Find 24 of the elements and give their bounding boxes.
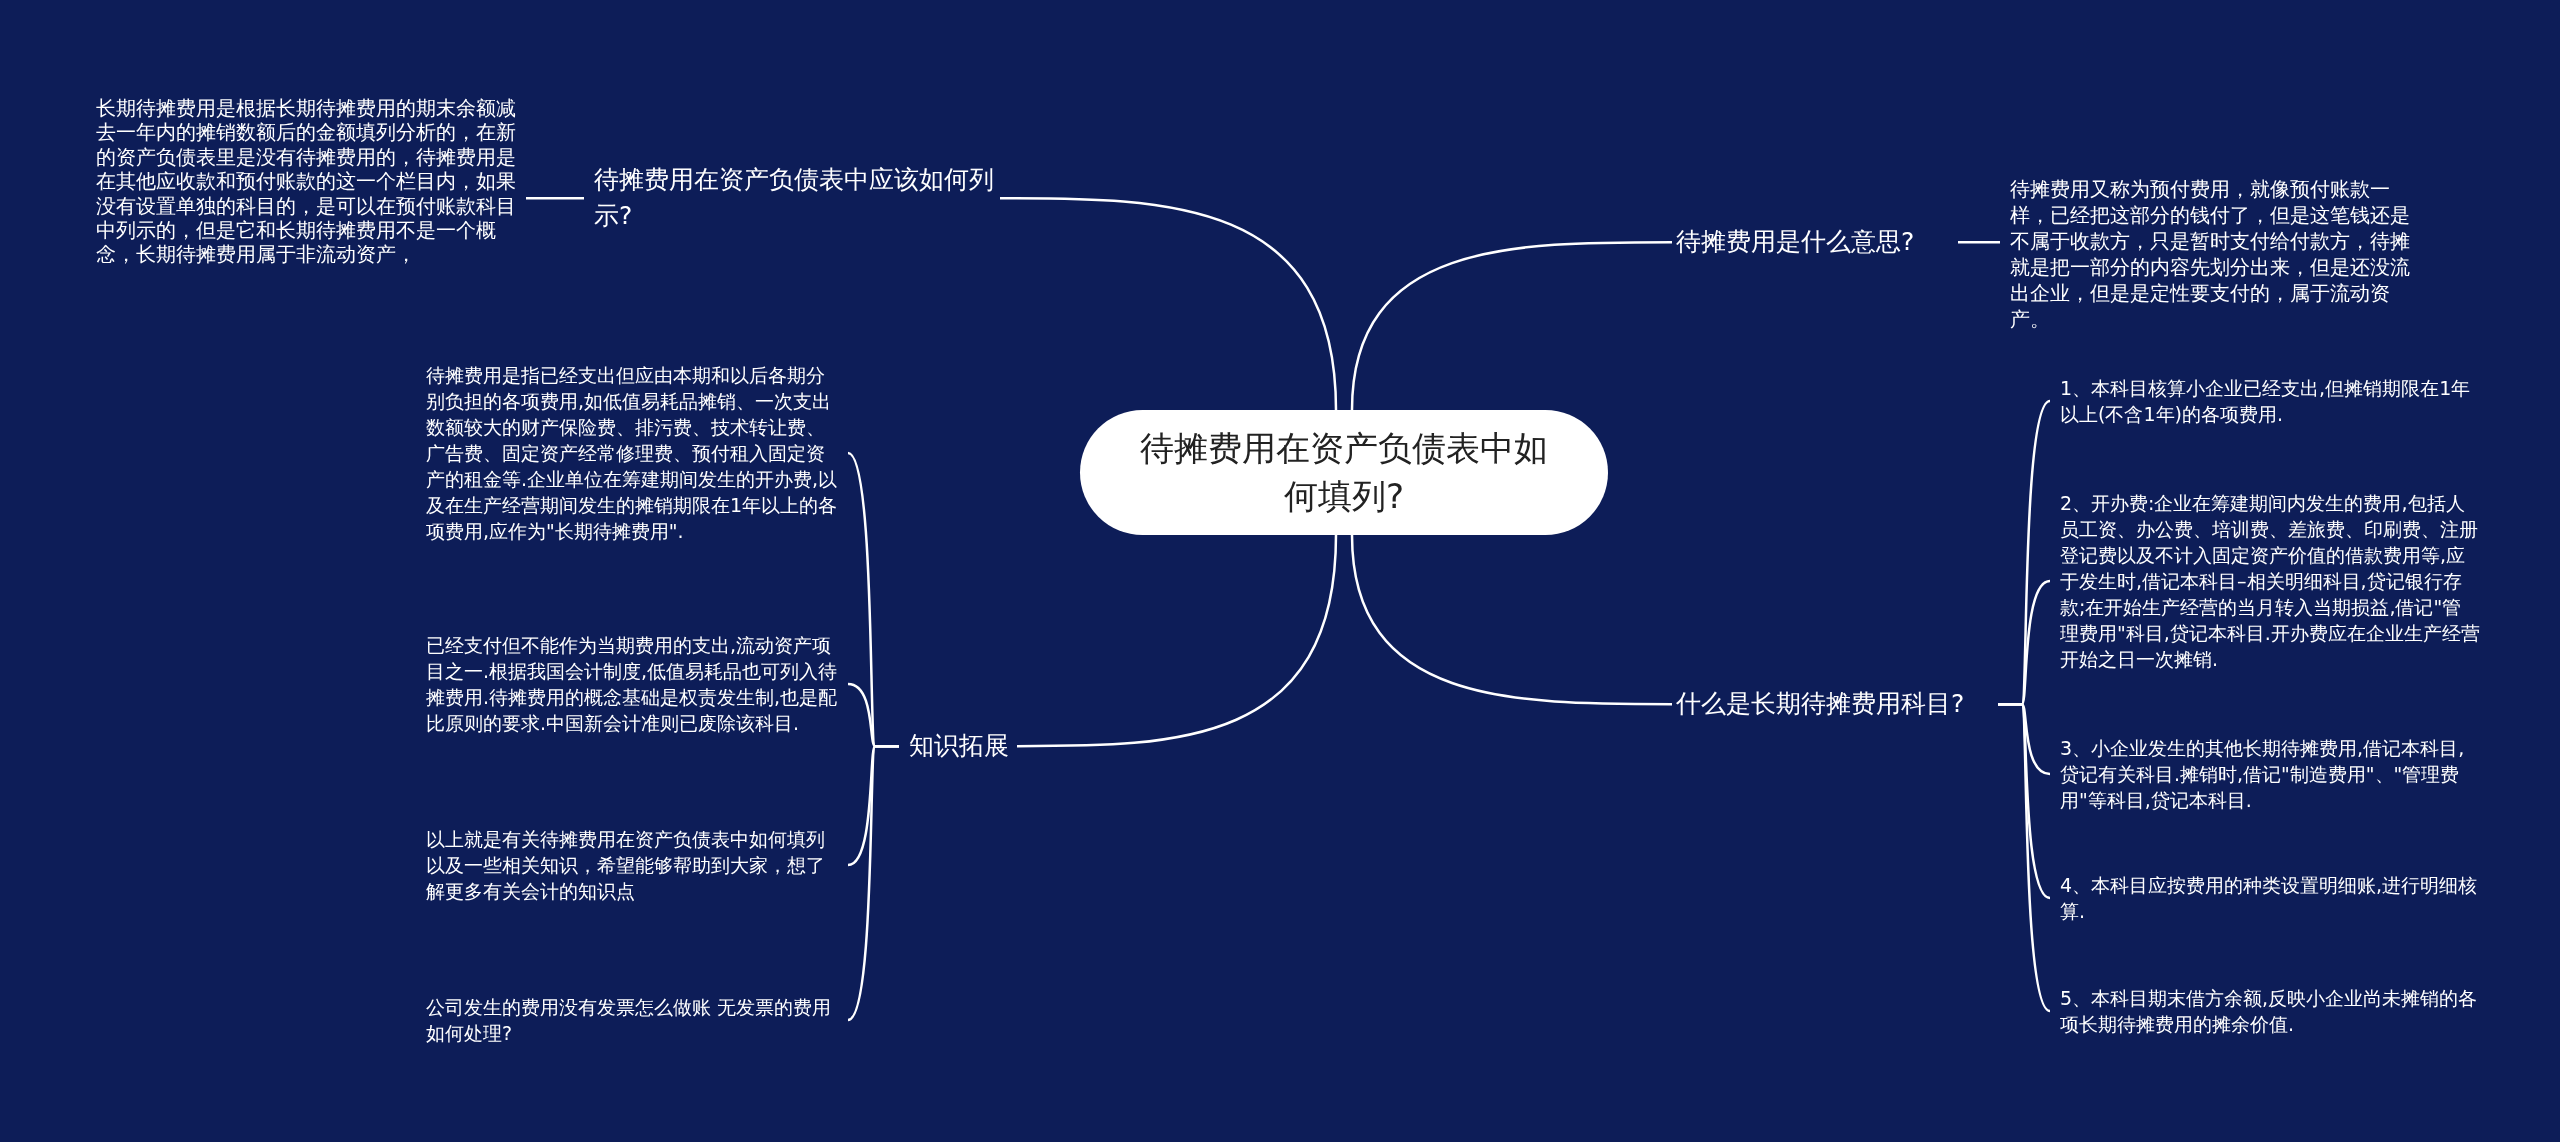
connector-line xyxy=(847,744,899,1021)
note-text: 4、本科目应按费用的种类设置明细账,进行明细核算. xyxy=(2060,872,2480,925)
topic-label: 知识拓展 xyxy=(905,726,1017,767)
connector-line xyxy=(1998,702,2051,1012)
note-text: 长期待摊费用是根据长期待摊费用的期末余额减去一年内的摊销数额后的金额填列分析的，在新的资产负债表里是没有待摊费用的，待摊费用是在其他应收款和预付账款的这一个栏目内，如果没有设置单独的科目的，是可以在预付账款科目中列示的，但是它和长期待摊费用不是一个概念，长期待摊费用属于非流动资产， xyxy=(96,96,516,267)
topic-label: 待摊费用在资产负债表中应该如何列示? xyxy=(590,160,1000,237)
branch-line xyxy=(1350,240,1672,411)
note-text: 待摊费用是指已经支出但应由本期和以后各期分别负担的各项费用,如低值易耗品摊销、一次支出数额较大的财产保险费、排污费、技术转让费、广告费、固定资产经常修理费、预付租入固定资产的租金等.企业单位在筹建期间发生的开办费,以及在生产经营期间发生的摊销期限在1年以上的各项费用,应作为"长期待摊费用". xyxy=(426,362,838,545)
topic-label: 待摊费用是什么意思? xyxy=(1672,222,1952,263)
note-text: 1、本科目核算小企业已经支出,但摊销期限在1年以上(不含1年)的各项费用. xyxy=(2060,375,2480,428)
topic-label: 什么是长期待摊费用科目? xyxy=(1672,684,1992,725)
note-text: 待摊费用又称为预付费用，就像预付账款一样，已经把这部分的钱付了，但是这笔钱还是不属于收款方，只是暂时支付给付款方，待摊就是把一部分的内容先划分出来，但是还没流出企业，但是是定性要支付的，属于流动资产。 xyxy=(2010,176,2420,332)
note-text: 3、小企业发生的其他长期待摊费用,借记本科目,贷记有关科目.摊销时,借记"制造费用"、"管理费用"等科目,贷记本科目. xyxy=(2060,735,2480,814)
branch-line xyxy=(1000,197,1338,411)
connector-line xyxy=(1958,240,2000,244)
central-topic: 待摊费用在资产负债表中如何填列? xyxy=(1080,410,1608,535)
note-text: 5、本科目期末借方余额,反映小企业尚未摊销的各项长期待摊费用的摊余价值. xyxy=(2060,985,2480,1038)
note-text: 已经支付但不能作为当期费用的支出,流动资产项目之一.根据我国会计制度,低值易耗品也可列入待摊费用.待摊费用的概念基础是权责发生制,也是配比原则的要求.中国新会计准则已废除该科目. xyxy=(426,632,838,737)
note-text: 2、开办费:企业在筹建期间内发生的费用,包括人员工资、办公费、培训费、差旅费、印刷费、注册登记费以及不计入固定资产价值的借款费用等,应于发生时,借记本科目–相关明细科目,贷记银行存款;在开始生产经营的当月转入当期损益,借记"管理费用"科目,贷记本科目.开办费应在企业生产经营开始之日一次摊销. xyxy=(2060,490,2480,673)
branch-line xyxy=(1350,534,1672,706)
connector-line xyxy=(526,197,584,200)
note-text: 以上就是有关待摊费用在资产负债表中如何填列以及一些相关知识，希望能够帮助到大家，想了解更多有关会计的知识点 xyxy=(426,826,838,905)
branch-line xyxy=(1017,534,1338,748)
note-text: 公司发生的费用没有发票怎么做账 无发票的费用如何处理? xyxy=(426,994,838,1047)
